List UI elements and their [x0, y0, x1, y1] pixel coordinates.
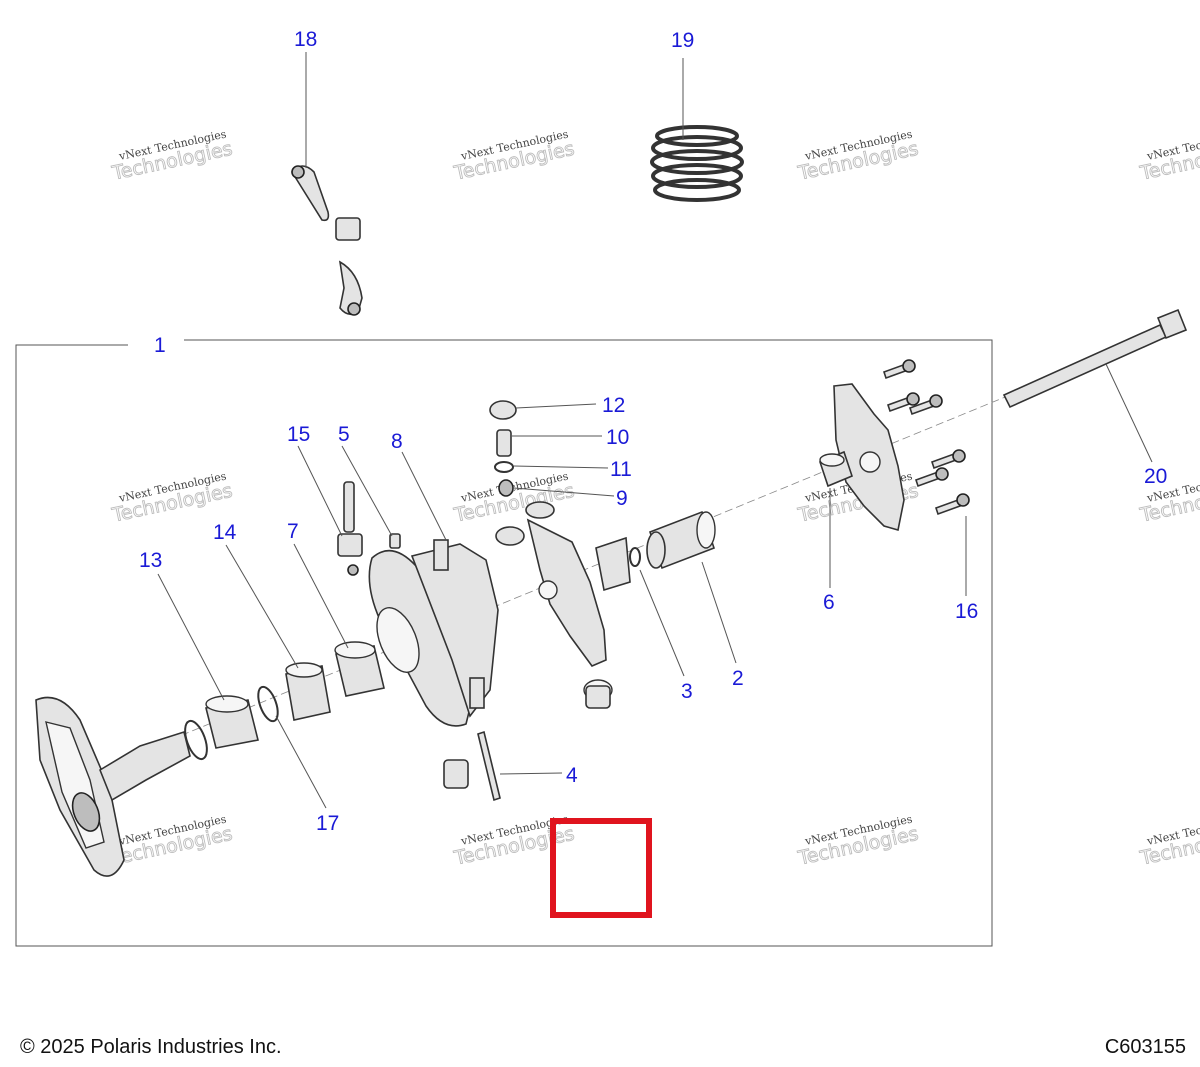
callout-12: 12 — [602, 394, 625, 417]
callout-14: 14 — [213, 521, 237, 544]
highlight-box — [550, 818, 652, 918]
part-14-bushing — [285, 662, 331, 721]
part-8-moveable-sheave — [368, 539, 499, 727]
part-stationary-sheave — [35, 696, 191, 877]
callout-9: 9 — [616, 487, 628, 510]
callout-1: 1 — [154, 334, 166, 357]
callout-4: 4 — [566, 764, 578, 787]
part-4-pin — [443, 730, 501, 802]
part-9-roller — [498, 479, 514, 497]
callout-16: 16 — [955, 600, 978, 623]
callout-18: 18 — [294, 28, 317, 51]
part-lever-arm — [495, 501, 631, 709]
part-12-cap — [489, 400, 517, 420]
callout-19: 19 — [671, 29, 694, 52]
callout-7: 7 — [287, 520, 299, 543]
callout-20: 20 — [1144, 465, 1167, 488]
leader-lines — [157, 52, 1153, 809]
part-3-o-ring — [629, 547, 641, 567]
callout-10: 10 — [606, 426, 629, 449]
callout-5: 5 — [338, 423, 350, 446]
callout-labels: 1 2 3 4 5 6 7 8 9 10 11 12 13 14 15 16 1… — [139, 28, 1167, 835]
callout-2: 2 — [732, 667, 744, 690]
callout-8: 8 — [391, 430, 403, 453]
part-15-weight-pin — [337, 481, 363, 576]
callout-17: 17 — [316, 812, 339, 835]
callout-3: 3 — [681, 680, 693, 703]
part-13-bushing — [205, 695, 259, 749]
watermark-group: Technologies vNext Technologies Technolo… — [109, 127, 1200, 870]
copyright-notice: © 2025 Polaris Industries Inc. — [20, 1036, 282, 1058]
assembly-boundary — [15, 339, 993, 947]
part-11-washer — [494, 461, 514, 473]
diagram-code: C603155 — [1104, 1036, 1186, 1058]
part-19-spring — [650, 125, 744, 202]
callout-11: 11 — [610, 458, 632, 481]
callout-13: 13 — [139, 549, 162, 572]
callout-15: 15 — [287, 423, 310, 446]
part-2-sleeve — [646, 510, 716, 570]
part-7-bushing — [334, 641, 385, 697]
part-18-arm-assembly — [291, 165, 363, 316]
part-5-roller — [389, 533, 401, 549]
part-6-bushing — [819, 450, 853, 488]
part-20-bolt — [1002, 308, 1188, 409]
callout-6: 6 — [823, 591, 835, 614]
part-16-bolts — [882, 359, 970, 516]
part-10-pin — [496, 429, 512, 457]
part-17-snap-ring — [257, 685, 279, 723]
